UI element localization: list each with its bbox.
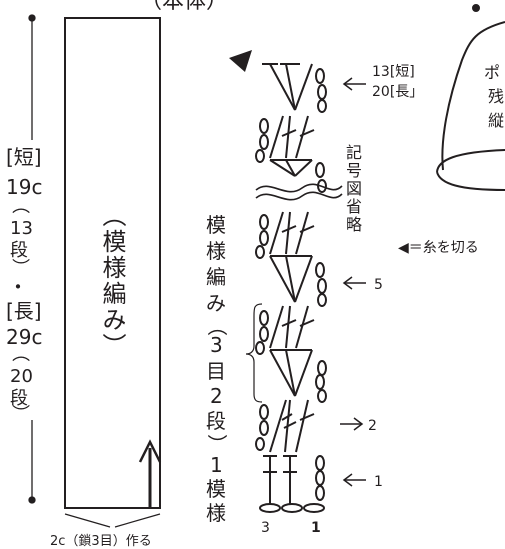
pattern-label-char: 様 bbox=[206, 239, 226, 263]
left-dimension-line bbox=[28, 14, 36, 504]
omit-label-char: 号 bbox=[346, 161, 362, 180]
pattern-label-char: 段 bbox=[206, 409, 226, 433]
omit-label-char: 図 bbox=[346, 179, 362, 198]
short-rows-close: ） bbox=[9, 258, 30, 276]
row-label-2: 2 bbox=[368, 418, 377, 434]
row-arrows bbox=[340, 77, 366, 487]
pattern-label-char: 3 bbox=[210, 333, 223, 357]
short-rows-open: （ bbox=[9, 196, 30, 214]
pattern-label-char: 編 bbox=[206, 265, 226, 289]
omit-label-char: 記 bbox=[346, 143, 362, 162]
knitting-direction-arrow bbox=[138, 439, 162, 508]
short-rows-number: 13 bbox=[10, 218, 33, 239]
long-rows-number: 20 bbox=[10, 366, 33, 387]
hat-text-1: ポ bbox=[484, 63, 500, 82]
long-rows-unit: 段 bbox=[10, 388, 28, 409]
crochet-chart bbox=[255, 63, 343, 513]
top-title: （本体） bbox=[140, 0, 228, 14]
pattern-label: 模 bbox=[206, 213, 226, 237]
hat-text-2: 残 bbox=[488, 87, 504, 106]
long-length: 29c bbox=[6, 325, 42, 349]
separator-dot: ・ bbox=[8, 275, 28, 299]
row-label-20: 20[長」 bbox=[372, 84, 423, 100]
omit-label-char: 省 bbox=[346, 197, 362, 216]
pattern-label-char: 1 bbox=[210, 453, 223, 477]
long-label: [長] bbox=[6, 299, 42, 323]
panel-label: （模様編み） bbox=[98, 203, 126, 359]
short-rows-unit: 段 bbox=[10, 240, 28, 261]
row-label-5: 5 bbox=[374, 277, 383, 293]
pattern-label-char: 模 bbox=[206, 477, 226, 501]
omit-label-char: 略 bbox=[346, 215, 362, 234]
body-panel bbox=[64, 17, 161, 509]
short-label: [短] bbox=[6, 145, 42, 169]
long-rows-close: ） bbox=[9, 404, 30, 422]
pattern-label-char: 様 bbox=[206, 501, 226, 525]
legend-cut-yarn: ◀＝糸を切る bbox=[398, 240, 479, 256]
bottom-label: 2c（鎖3目）作る bbox=[50, 533, 152, 549]
bottom-number-1: 1 bbox=[311, 520, 321, 536]
pattern-label-char: 2 bbox=[210, 384, 223, 408]
row-label-1: 1 bbox=[374, 474, 383, 490]
pattern-label-char: ） bbox=[205, 434, 229, 454]
cut-yarn-marker bbox=[229, 50, 252, 72]
pattern-label-char: み bbox=[206, 291, 226, 315]
bottom-width-bracket bbox=[64, 513, 161, 528]
long-rows-open: （ bbox=[9, 344, 30, 362]
pattern-label-char: （ bbox=[205, 316, 229, 336]
pattern-label-char: 目 bbox=[206, 359, 226, 383]
short-length: 19c bbox=[6, 175, 42, 199]
row-label-13: 13[短] bbox=[372, 64, 415, 80]
hat-text-3: 縦 bbox=[488, 111, 504, 130]
hat-illustration bbox=[436, 4, 505, 191]
repeat-brace bbox=[245, 303, 263, 403]
bottom-number-3: 3 bbox=[261, 520, 270, 536]
